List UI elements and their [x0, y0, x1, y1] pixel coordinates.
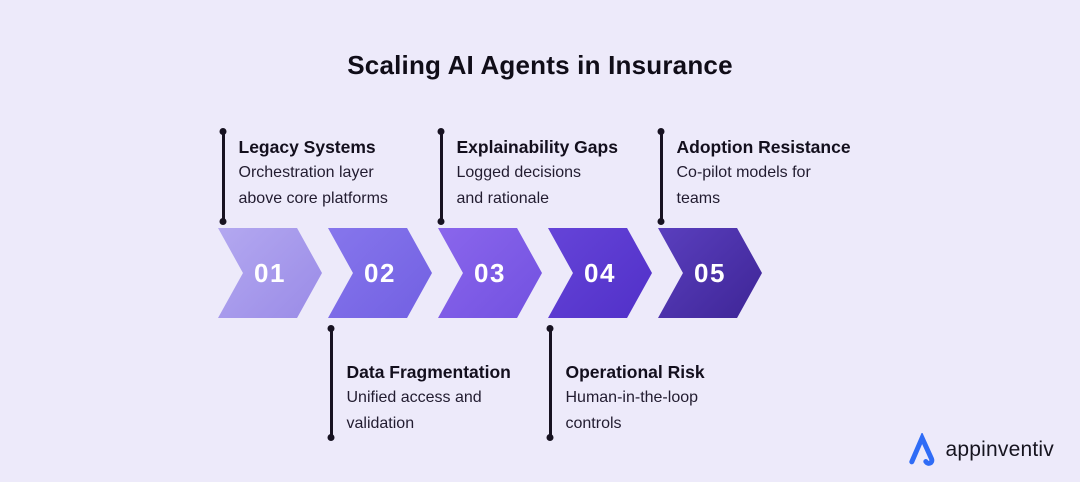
step-heading-05: Adoption Resistance	[676, 137, 851, 157]
step-label-05: Adoption Resistance Co-pilot models for …	[660, 131, 851, 222]
step-number-05: 05	[694, 257, 726, 288]
step-desc-05-line2: teams	[676, 190, 721, 207]
step-heading-01: Legacy Systems	[238, 137, 376, 157]
step-desc-03-line1: Logged decisions	[456, 164, 582, 181]
process-arrow-row: 01 02 03 04 05	[218, 228, 768, 318]
appinventiv-logo: appinventiv	[906, 433, 1054, 466]
step-desc-03-line2: and rationale	[456, 190, 550, 207]
step-number-03: 03	[474, 257, 506, 288]
step-number-04: 04	[584, 257, 616, 288]
appinventiv-logo-mark	[908, 433, 934, 466]
step-desc-05-line1: Co-pilot models for	[676, 164, 811, 181]
step-desc-04-line1: Human-in-the-loop	[565, 389, 699, 406]
connector-line-02	[330, 328, 333, 438]
step-label-text-03: Explainability Gaps Logged decisions and…	[457, 131, 618, 222]
connector-line-01	[222, 131, 225, 222]
step-desc-02-line2: validation	[346, 415, 415, 432]
step-heading-03: Explainability Gaps	[456, 137, 618, 157]
step-label-03: Explainability Gaps Logged decisions and…	[440, 131, 618, 222]
chevron-step-04: 04	[548, 228, 652, 318]
chevron-step-01: 01	[218, 228, 322, 318]
step-desc-01-line2: above core platforms	[238, 190, 388, 207]
connector-line-03	[440, 131, 443, 222]
step-label-text-04: Operational Risk Human-in-the-loop contr…	[566, 328, 705, 438]
step-label-text-05: Adoption Resistance Co-pilot models for …	[677, 131, 851, 222]
connector-line-05	[660, 131, 663, 222]
step-label-text-02: Data Fragmentation Unified access and va…	[347, 328, 511, 438]
step-label-01: Legacy Systems Orchestration layer above…	[222, 131, 388, 222]
chevron-step-03: 03	[438, 228, 542, 318]
step-heading-04: Operational Risk	[565, 362, 705, 382]
step-heading-02: Data Fragmentation	[346, 362, 511, 382]
step-desc-02-line1: Unified access and	[346, 389, 482, 406]
chevron-step-02: 02	[328, 228, 432, 318]
step-desc-01-line1: Orchestration layer	[238, 164, 374, 181]
step-label-text-01: Legacy Systems Orchestration layer above…	[239, 131, 388, 222]
appinventiv-logo-text: appinventiv	[945, 437, 1054, 461]
step-label-02: Data Fragmentation Unified access and va…	[330, 328, 511, 438]
page-title: Scaling AI Agents in Insurance	[347, 50, 733, 80]
connector-line-04	[549, 328, 552, 438]
step-number-02: 02	[364, 257, 396, 288]
step-desc-04-line2: controls	[565, 415, 622, 432]
chevron-step-05: 05	[658, 228, 762, 318]
step-number-01: 01	[254, 257, 286, 288]
step-label-04: Operational Risk Human-in-the-loop contr…	[549, 328, 705, 438]
